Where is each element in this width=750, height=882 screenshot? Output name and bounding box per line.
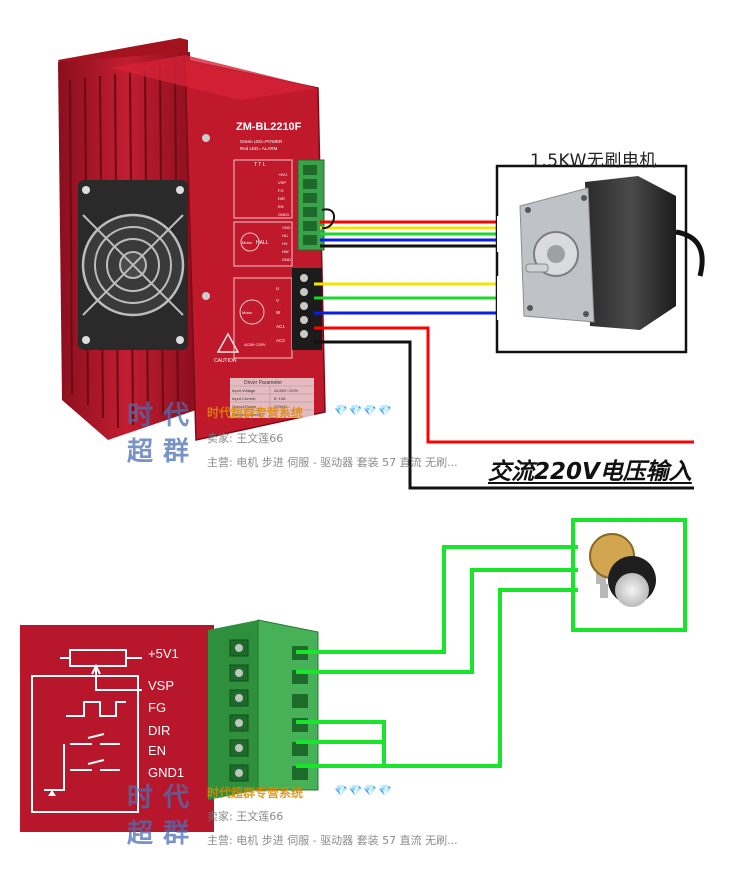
watermark-business: 主营: 电机 步进 伺服 - 驱动器 套装 57 直流 无刷...	[207, 456, 458, 469]
cooling-fan	[78, 180, 188, 350]
closeup-pin-label: VSP	[148, 678, 174, 693]
watermark-logo-char: 代	[162, 783, 189, 813]
watermark-logo-char: 群	[162, 819, 189, 849]
param-value: 2200W	[274, 404, 287, 409]
hall-label: HALL	[256, 240, 269, 246]
param-value: AC80V~220V	[274, 388, 299, 393]
ttl-label: T T L	[254, 162, 266, 168]
hall-pin-label: HW	[282, 249, 289, 254]
driver-model: ZM-BL2210F	[236, 121, 302, 133]
param-title: Driver Parameter	[244, 380, 282, 386]
watermark-logo-char: 超	[126, 437, 153, 467]
driver-unit	[58, 38, 326, 441]
param-row: Output Power	[232, 404, 257, 409]
pin-label: VSP	[278, 180, 286, 185]
hall-pin-label: HU	[282, 233, 288, 238]
power-pin-label: W	[276, 310, 281, 315]
ac-input-label: 交流220V电压输入	[488, 459, 692, 485]
wires-potentiometer	[296, 545, 578, 768]
watermark-logo: 时代 超群	[122, 780, 202, 854]
watermark-shop: 时代超群专营系统	[207, 786, 304, 800]
hall-pin-label: GND	[282, 257, 291, 262]
screw-icon	[202, 292, 210, 300]
wires-ac-input	[314, 326, 694, 490]
caution-icon	[216, 332, 240, 353]
closeup-pin-label: EN	[148, 743, 166, 758]
power-pin-label: AC1	[276, 324, 285, 329]
power-pin-label: U	[276, 286, 279, 291]
pin-label: FG	[278, 188, 284, 193]
closeup-pin-label: GND1	[148, 765, 184, 780]
closeup-terminal-block	[208, 619, 319, 800]
motor-label-small: Motor	[242, 240, 253, 245]
potentiometer	[589, 533, 656, 607]
watermark-logo-char: 时	[126, 783, 153, 813]
hall-pin-label: VDD	[282, 225, 291, 230]
watermark-logo-char: 时	[126, 401, 153, 431]
closeup-panel	[20, 625, 214, 832]
param-row: Input Current	[232, 396, 256, 401]
param-value: 8~15A	[274, 396, 286, 401]
power-pin-label: AC2	[276, 338, 285, 343]
watermark-shop: 时代超群专营系统	[207, 406, 304, 420]
motor-title: 1.5KW无刷电机	[530, 151, 657, 171]
pin-label: +5V1	[278, 172, 288, 177]
watermark-logo-char: 群	[162, 437, 189, 467]
closeup-pin-label: FG	[148, 700, 166, 715]
screw-icon	[202, 134, 210, 142]
param-row: Range of Speed	[232, 412, 261, 417]
watermark-diamonds: 💎💎💎💎	[334, 784, 393, 797]
motor-label: Motor	[242, 310, 253, 315]
hall-pin-label: HV	[282, 241, 288, 246]
watermark-logo-char: 代	[162, 401, 189, 431]
ac-range-label: AC80~220V	[244, 342, 266, 347]
wires-hall	[320, 220, 496, 248]
pin-label: DIR	[278, 196, 285, 201]
closeup-pin-label: DIR	[148, 723, 170, 738]
watermark-logo: 时代 超群	[122, 398, 202, 472]
watermark-seller: 卖家: 王文莲66	[207, 810, 284, 823]
watermark-logo-char: 超	[126, 819, 153, 849]
pin-label: EN	[278, 204, 284, 209]
motor-frame	[495, 164, 688, 354]
jumper-wire	[321, 208, 335, 230]
watermark-seller: 卖家: 王文莲66	[207, 432, 284, 445]
caution-label: CAUTION	[214, 358, 237, 364]
watermark-business: 主营: 电机 步进 伺服 - 驱动器 套装 57 直流 无刷...	[207, 834, 458, 847]
pin-label: GND1	[278, 212, 290, 217]
parameter-table	[230, 378, 314, 418]
brushless-motor	[519, 176, 705, 330]
closeup-pin-label: +5V1	[148, 646, 179, 661]
led-red-note: Red LED= ALARM	[240, 146, 278, 151]
signal-terminal-block	[297, 159, 325, 251]
power-terminal-block	[292, 268, 322, 350]
led-green-note: Green LED=POWER	[240, 139, 283, 144]
wires-phase	[314, 282, 496, 315]
param-row: Input Voltage	[232, 388, 256, 393]
watermark-diamonds: 💎💎💎💎	[334, 404, 393, 417]
power-pin-label: V	[276, 298, 279, 303]
